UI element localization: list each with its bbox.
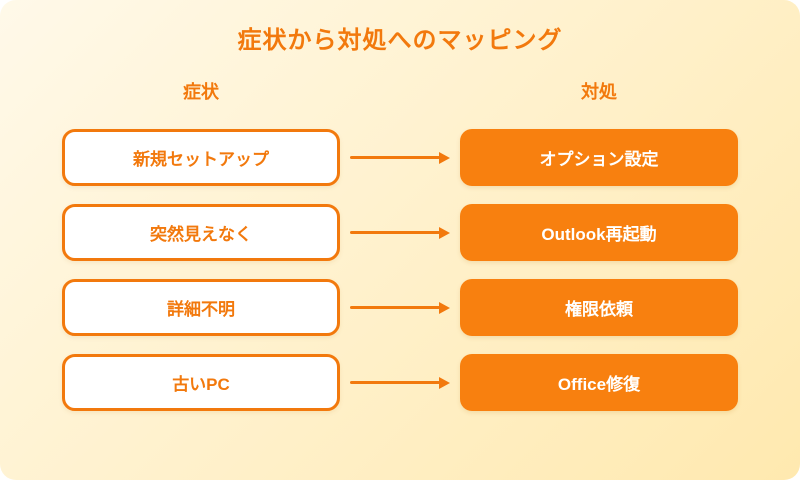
page-title: 症状から対処へのマッピング [237, 27, 563, 54]
column-headers: 症状 対処 [62, 80, 738, 104]
arrow-line [350, 381, 440, 384]
mapping-row: 突然見えなく Outlook再起動 [62, 204, 738, 261]
symptom-box: 突然見えなく [62, 204, 340, 261]
arrow-line [350, 156, 440, 159]
symptom-box: 新規セットアップ [62, 129, 340, 186]
mapping-rows: 新規セットアップ オプション設定 突然見えなく Outlook再起動 詳細不明 … [62, 129, 738, 411]
symptom-column-header: 症状 [183, 82, 219, 102]
flow-arrow-icon [350, 226, 450, 239]
arrow-head [439, 226, 450, 239]
action-box: Outlook再起動 [460, 204, 738, 261]
arrow-head [439, 376, 450, 389]
symptom-box: 詳細不明 [62, 279, 340, 336]
mapping-row: 詳細不明 権限依頼 [62, 279, 738, 336]
flow-arrow-icon [350, 376, 450, 389]
arrow-line [350, 306, 440, 309]
mapping-row: 新規セットアップ オプション設定 [62, 129, 738, 186]
arrow-line [350, 231, 440, 234]
arrow-head [439, 301, 450, 314]
flow-arrow-icon [350, 151, 450, 164]
action-column-header: 対処 [581, 82, 617, 102]
flow-arrow-icon [350, 301, 450, 314]
symptom-box: 古いPC [62, 354, 340, 411]
arrow-head [439, 151, 450, 164]
action-box: オプション設定 [460, 129, 738, 186]
header-spacer [340, 80, 460, 104]
action-box: 権限依頼 [460, 279, 738, 336]
action-box: Office修復 [460, 354, 738, 411]
mapping-row: 古いPC Office修復 [62, 354, 738, 411]
